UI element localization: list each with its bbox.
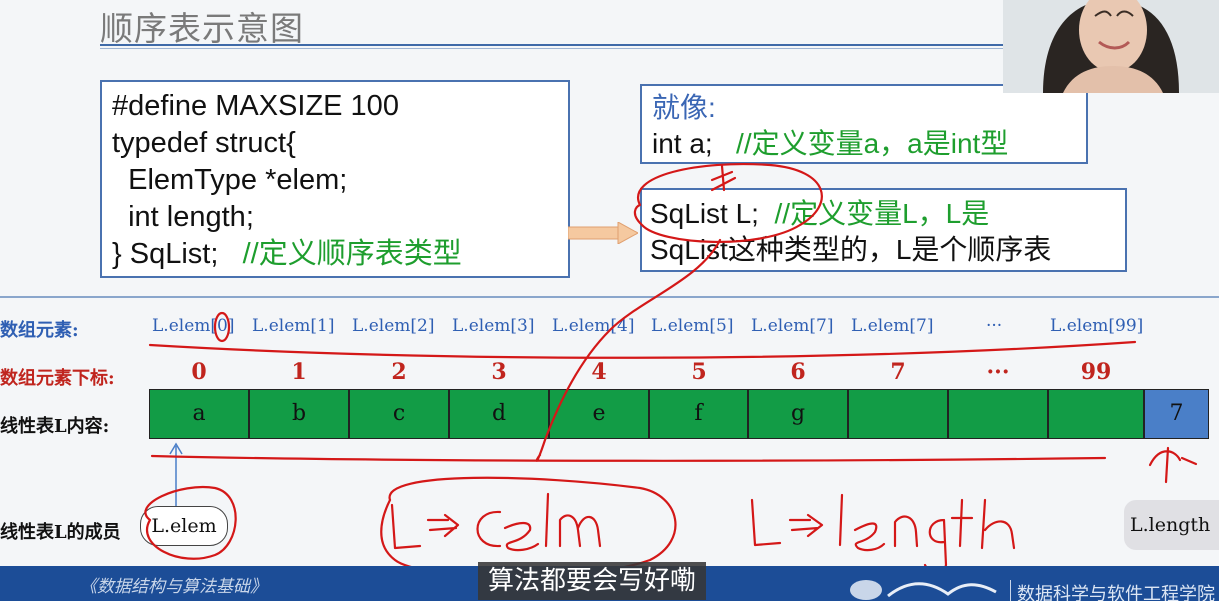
ink-star [710,164,737,192]
code-line-define: #define MAXSIZE 100 [112,90,399,122]
pointer-arrow-icon [169,442,183,508]
member-length: L.length [1124,500,1219,550]
index-99: 99 [1080,359,1112,385]
code-line-sqlist: } SqList; //定义顺序表类型 [112,236,558,273]
elem-name-3: L.elem[3] [452,316,535,336]
footer-school-name: 数据科学与软件工程学院 [1010,580,1215,601]
like-comment: //定义变量a，a是int型 [736,128,1009,159]
like-box: 就像: int a; //定义变量a，a是int型 [640,84,1088,164]
presenter-avatar-icon [1003,0,1219,93]
cell-3: d [449,389,549,439]
index-0: 0 [191,359,207,385]
code-sqlist-text: } SqList; [112,238,219,270]
cell-7 [848,389,948,439]
sqlist-comment-1: //定义变量L，L是 [774,198,990,229]
index-5: 5 [691,359,707,385]
video-subtitle: 算法都要会写好嘞 [478,562,707,600]
row-label-members: 线性表L的成员 [0,522,121,543]
code-line-typedef: typedef struct{ [112,127,296,159]
index-2: 2 [391,359,407,385]
sqlist-comment-2: SqList这种类型的，L是个顺序表 [650,234,1052,265]
elem-name-6: L.elem[7] [751,316,834,336]
elem-name-ellipsis: ··· [986,316,1003,336]
cell-6: g [748,389,848,439]
section-divider [0,296,1219,298]
index-4: 4 [591,359,607,385]
cell-8 [948,389,1048,439]
length-cell: 7 [1144,389,1209,439]
cell-2: c [349,389,449,439]
elem-name-1: L.elem[1] [252,316,335,336]
code-box: #define MAXSIZE 100 typedef struct{ Elem… [100,80,570,278]
code-line-length: int length; [112,201,254,233]
index-1: 1 [291,359,307,385]
elem-name-2: L.elem[2] [352,316,435,336]
ink-text-length [750,493,1016,574]
member-elem: L.elem [140,506,228,546]
cell-1: b [249,389,349,439]
row-label-indices: 数组元素下标: [0,368,115,389]
index-ellipsis: ··· [986,359,1010,385]
ink-underline-cells [150,454,1107,462]
webcam-feed [1003,0,1219,93]
footer-course-title: 《数据结构与算法基础》 [80,577,267,597]
ink-text-elem [390,492,602,552]
title-divider [100,44,1005,46]
ink-underline-elements [148,340,1137,359]
ink-marks-length [1148,446,1198,484]
sqlist-box: SqList L; //定义变量L，L是 SqList这种类型的，L是个顺序表 [640,188,1127,272]
elem-name-99: L.elem[99] [1050,316,1144,336]
elem-name-7: L.elem[7] [851,316,934,336]
cell-5: f [649,389,748,439]
like-code-line: int a; //定义变量a，a是int型 [652,126,1076,162]
like-code: int a; [652,128,713,159]
slide-title: 顺序表示意图 [100,9,304,48]
arrow-icon [568,222,638,244]
title-divider-thin [100,48,1005,49]
elem-name-0: L.elem[0] [152,316,235,336]
elem-name-5: L.elem[5] [651,316,734,336]
elem-name-4: L.elem[4] [552,316,635,336]
row-label-elements: 数组元素: [0,320,79,341]
cell-4: e [549,389,649,439]
sqlist-code: SqList L; [650,198,759,229]
cell-99 [1048,389,1144,439]
university-logo-icon [850,580,997,600]
index-3: 3 [491,359,507,385]
code-line-elem: ElemType *elem; [112,164,348,196]
index-7: 7 [890,359,906,385]
cell-0: a [149,389,249,439]
like-label: 就像: [652,92,716,123]
row-label-content: 线性表L内容: [0,416,110,437]
index-6: 6 [790,359,806,385]
sqlist-line1: SqList L; //定义变量L，L是 [650,196,1117,232]
code-comment: //定义顺序表类型 [242,238,462,270]
